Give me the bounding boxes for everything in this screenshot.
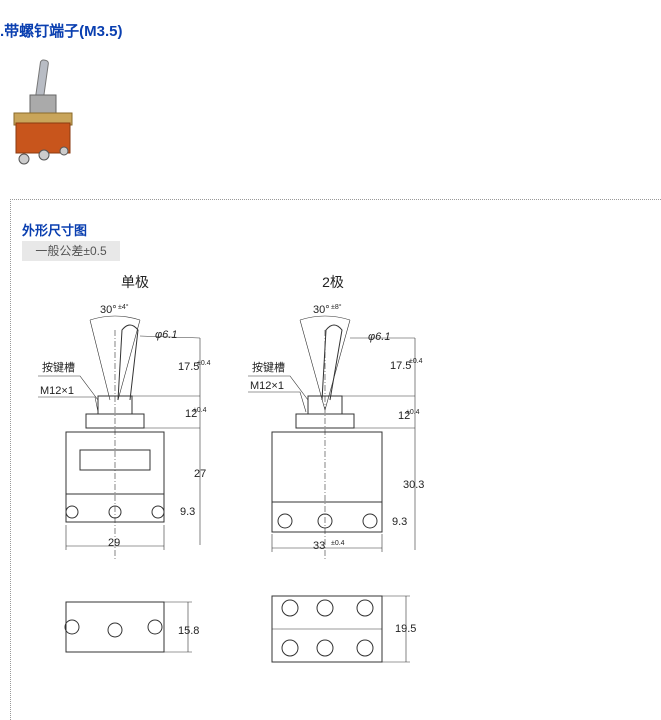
dimension-drawing: 单极 30° ±4° φ6.1 17.5 ±0.4 按键槽 M12×1 12 ±…: [38, 274, 425, 663]
product-photo: [13, 59, 73, 165]
dimension-panel: [10, 199, 661, 720]
svg-text:30°: 30°: [100, 304, 117, 316]
double-pole-label: 2极: [322, 274, 344, 290]
svg-text:33: 33: [313, 540, 325, 552]
svg-text:M12×1: M12×1: [40, 385, 74, 397]
single-pole-label: 单极: [121, 274, 149, 290]
page-title: .带螺钉端子(M3.5): [0, 23, 123, 40]
svg-text:9.3: 9.3: [392, 516, 407, 528]
double-pole-drawing: 2极 30° ±8° φ6.1 17.5 ±0.4 按键槽 M12×1 12 ±…: [248, 274, 424, 663]
svg-text:±0.4: ±0.4: [197, 360, 211, 367]
svg-text:±0.4: ±0.4: [331, 540, 345, 547]
svg-text:±4°: ±4°: [118, 303, 129, 311]
svg-text:φ6.1: φ6.1: [368, 331, 390, 343]
svg-text:φ6.1: φ6.1: [155, 329, 177, 341]
svg-text:M12×1: M12×1: [250, 380, 284, 392]
svg-text:9.3: 9.3: [180, 506, 195, 518]
svg-text:30°: 30°: [313, 304, 330, 316]
svg-text:27: 27: [194, 468, 206, 480]
svg-text:12: 12: [398, 410, 410, 422]
svg-text:±0.4: ±0.4: [193, 407, 207, 414]
svg-text:±8°: ±8°: [331, 303, 342, 311]
tolerance-badge: 一般公差±0.5: [22, 241, 120, 261]
svg-text:按键槽: 按键槽: [252, 360, 285, 374]
svg-text:30.3: 30.3: [403, 479, 424, 491]
svg-text:17.5: 17.5: [178, 361, 199, 373]
svg-text:29: 29: [108, 537, 120, 549]
single-pole-drawing: 单极 30° ±4° φ6.1 17.5 ±0.4 按键槽 M12×1 12 ±…: [38, 274, 211, 653]
svg-text:15.8: 15.8: [178, 625, 199, 637]
svg-text:按键槽: 按键槽: [42, 360, 75, 374]
svg-text:±0.4: ±0.4: [406, 409, 420, 416]
svg-text:19.5: 19.5: [395, 623, 416, 635]
svg-text:12: 12: [185, 408, 197, 420]
svg-text:±0.4: ±0.4: [409, 358, 423, 365]
section-heading: 外形尺寸图: [22, 223, 88, 238]
svg-text:17.5: 17.5: [390, 360, 411, 372]
